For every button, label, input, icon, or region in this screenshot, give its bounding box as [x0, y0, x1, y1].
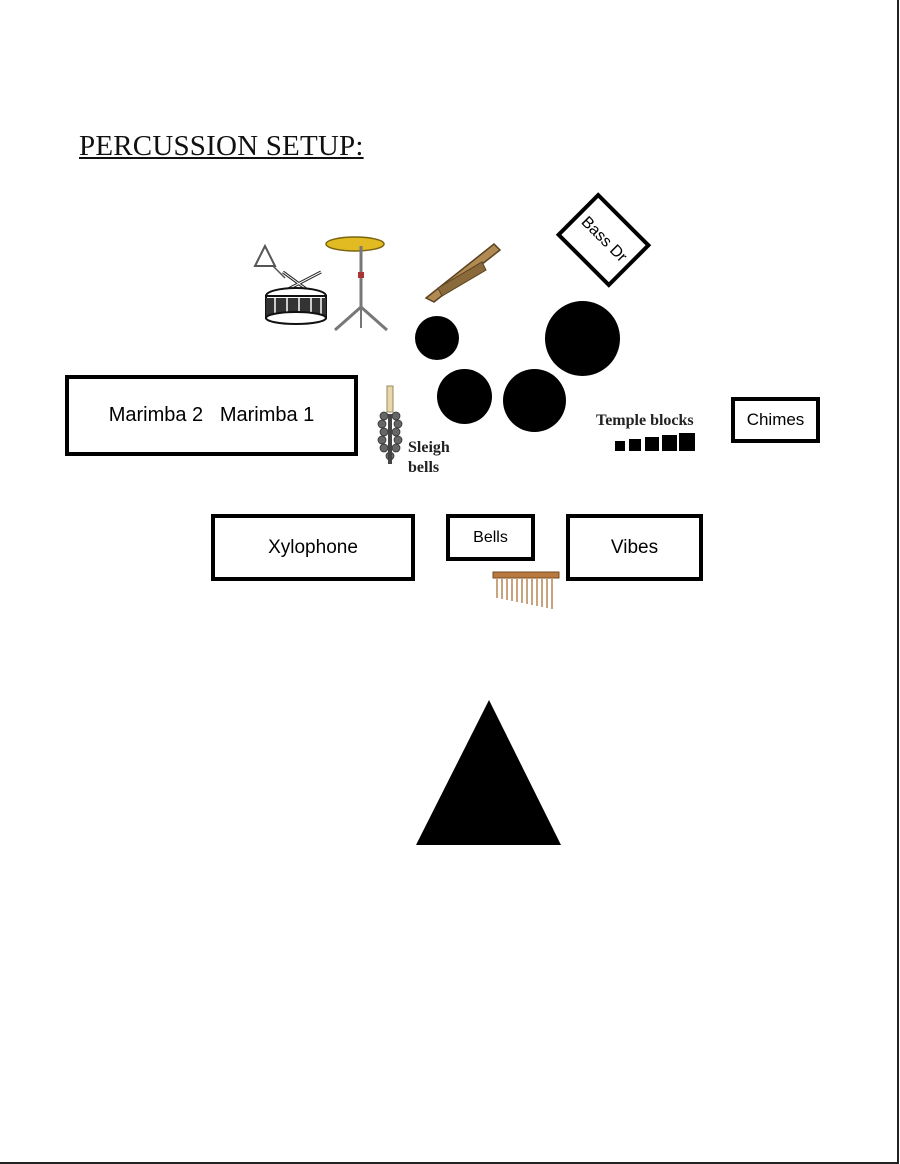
marimba-box: Marimba 2 Marimba 1 — [65, 375, 358, 456]
temple-block-1 — [615, 441, 625, 451]
temple-block-4 — [662, 435, 677, 451]
bass-drum-box: Bass Dr — [555, 192, 652, 288]
sleigh-bells-icon — [377, 385, 403, 464]
bass-drum-label: Bass Dr — [577, 213, 630, 266]
slapstick-icon — [424, 242, 502, 303]
temple-block-3 — [645, 437, 659, 451]
bells-box: Bells — [446, 514, 535, 561]
mark-tree-icon — [492, 571, 560, 609]
temple-block-5 — [679, 433, 695, 451]
vibes-box: Vibes — [566, 514, 703, 581]
temple-block-2 — [629, 439, 641, 451]
sleigh-bells-label-line2: bells — [408, 459, 440, 476]
xylophone-box: Xylophone — [211, 514, 415, 581]
snare-drum-icon — [265, 270, 327, 325]
conductor-triangle-icon — [416, 700, 561, 845]
drum-circle-large — [545, 301, 620, 376]
sleigh-bells-label-line1: Sleigh — [408, 439, 450, 456]
drum-circle-small — [415, 316, 459, 360]
drum-circle-mid-right — [503, 369, 566, 432]
marimba-label: Marimba 2 Marimba 1 — [108, 404, 315, 426]
drum-circle-mid-left — [437, 369, 492, 424]
chimes-box: Chimes — [731, 397, 820, 443]
sleigh-bells-label: Sleigh bells — [408, 438, 450, 478]
bells-label: Bells — [473, 528, 508, 546]
cymbal-stand-icon — [325, 236, 388, 332]
vibes-label: Vibes — [610, 536, 659, 558]
temple-blocks-label: Temple blocks — [596, 412, 694, 429]
page-title: PERCUSSION SETUP: — [79, 130, 364, 162]
triangle-icon — [253, 243, 286, 279]
chimes-label: Chimes — [746, 410, 805, 429]
xylophone-label: Xylophone — [268, 536, 358, 558]
